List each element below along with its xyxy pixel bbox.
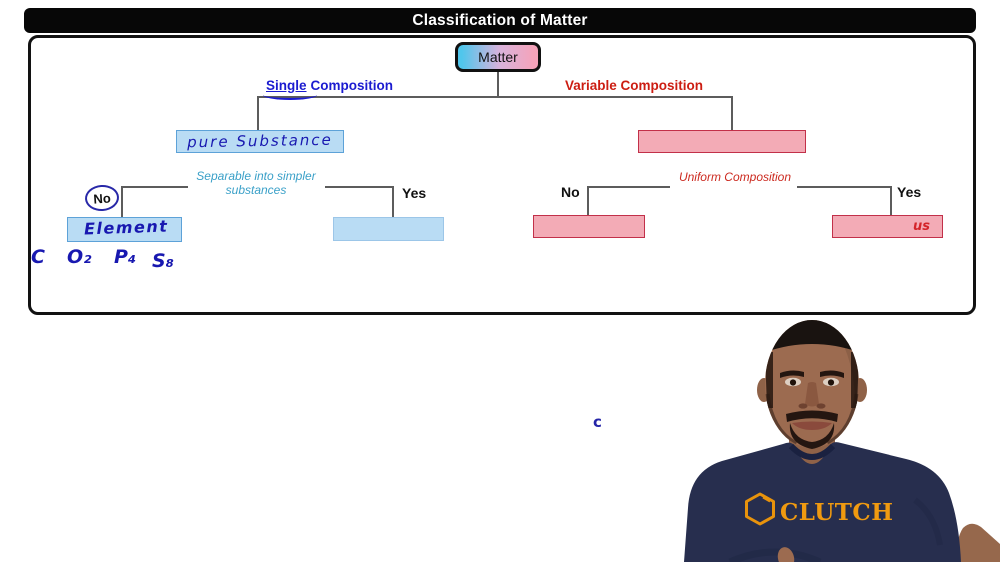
annotation-phosphorus: P₄: [114, 246, 137, 268]
title-bar: Classification of Matter: [24, 8, 976, 33]
connector-root-vertical: [497, 72, 499, 97]
jaw-beard-left: [765, 393, 798, 447]
flowchart-panel: [28, 35, 976, 315]
annotation-carbon: C: [31, 246, 45, 268]
connector-right-no-horizontal: [587, 186, 670, 188]
homogeneous-handwriting: us: [913, 219, 930, 234]
connector-right-yes-vertical: [890, 186, 892, 216]
connector-left-no-vertical: [121, 186, 123, 218]
mixture-box-empty: [638, 130, 806, 153]
matter-node: Matter: [455, 42, 541, 72]
variable-composition-label: Variable Composition: [565, 78, 704, 93]
hexagon-bond-mark: [762, 496, 771, 503]
annotation-sulfur: S₈: [152, 250, 175, 272]
connector-left-vertical: [257, 96, 259, 132]
shirt-fold-right: [913, 497, 943, 546]
jaw-beard-right: [826, 393, 859, 447]
connector-main-horizontal: [257, 96, 733, 98]
instructor-person: CLUTCH: [684, 320, 1000, 562]
stray-pen-mark: c: [593, 413, 602, 431]
element-handwriting: Element: [83, 216, 169, 239]
homogeneous-box: us: [832, 215, 943, 238]
goatee: [789, 423, 835, 449]
mouth: [792, 421, 832, 430]
right-eyebrow: [820, 370, 844, 378]
left-pupil: [789, 379, 797, 386]
shirt-fold: [728, 548, 822, 562]
left-eyebrow: [780, 370, 804, 378]
right-nostril: [816, 403, 826, 409]
right-no-label: No: [561, 184, 580, 200]
left-yes-label: Yes: [402, 185, 427, 201]
nose: [805, 382, 819, 407]
forearm: [956, 523, 1000, 562]
annotation-oxygen: O₂: [67, 246, 92, 268]
connector-right-yes-horizontal: [797, 186, 892, 188]
connector-left-no-horizontal: [121, 186, 188, 188]
pure-substance-handwriting: pure Substance: [187, 130, 333, 152]
left-nostril: [798, 403, 808, 409]
pure-substance-box: pure Substance: [176, 130, 344, 153]
connector-right-no-vertical: [587, 186, 589, 216]
connector-right-vertical: [731, 96, 733, 132]
collar: [788, 443, 836, 460]
right-yes-label: Yes: [897, 184, 922, 200]
heterogeneous-box-empty: [533, 215, 645, 238]
matter-node-label: Matter: [478, 49, 518, 65]
connector-left-yes-horizontal: [325, 186, 394, 188]
handdrawn-underline: [263, 90, 317, 100]
thumb: [777, 547, 795, 562]
page-title: Classification of Matter: [412, 11, 588, 29]
face-shading: [844, 346, 859, 435]
compound-box-empty: [333, 217, 444, 241]
right-question-label: Uniform Composition: [678, 170, 792, 184]
tshirt: [684, 442, 961, 562]
element-box: Element: [67, 217, 182, 242]
left-question-label: Separable into simpler substances: [196, 169, 316, 197]
right-pupil: [827, 379, 835, 386]
shirt-logo-text: CLUTCH: [780, 499, 893, 526]
hexagon-logo-icon: [745, 492, 775, 526]
mustache: [786, 410, 838, 422]
connector-left-yes-vertical: [392, 186, 394, 218]
